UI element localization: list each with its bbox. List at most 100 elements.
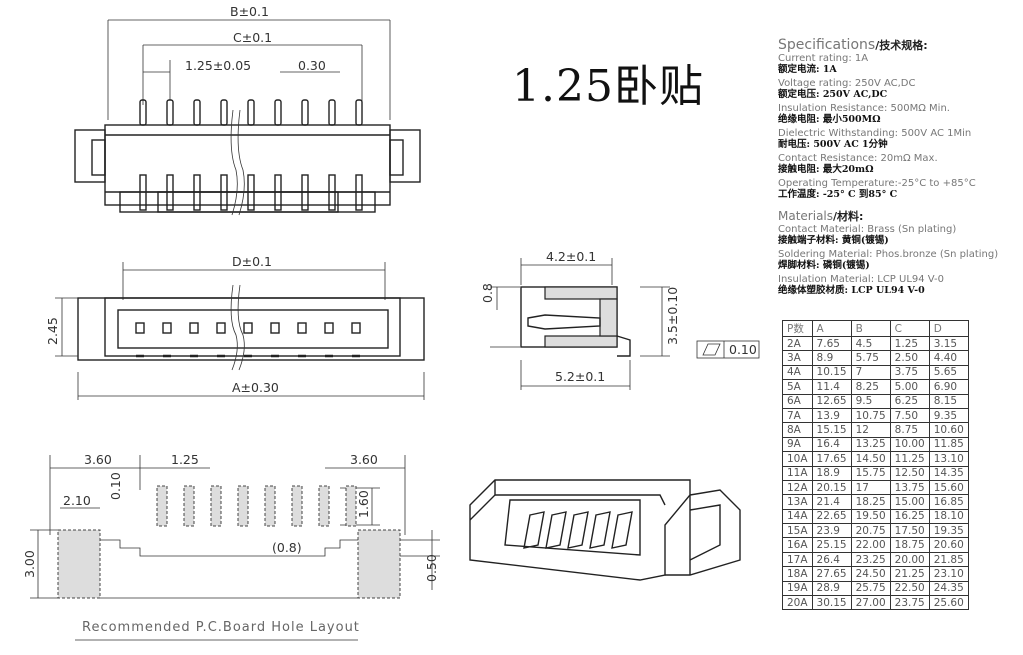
table-header-cell: D [928,320,969,337]
table-cell: 9A [782,436,813,453]
table-cell: 15.75 [850,465,891,481]
dim-245: 2.45 [45,317,60,345]
dim-pin-width: 0.30 [298,58,326,73]
dim-d: D±0.1 [232,254,272,269]
top-view: B±0.1 C±0.1 1.25±0.05 0.30 [74,4,421,216]
signal-pad [318,485,330,527]
table-cell: 15.00 [889,494,930,510]
table-header-cell: B [850,320,891,337]
table-cell: 14.50 [850,451,891,467]
front-slot [135,322,145,334]
table-cell: 8.9 [811,350,852,366]
table-cell: 20.15 [811,479,852,496]
spec-item-en: Contact Resistance: 20mΩ Max. [778,153,938,164]
table-cell: 8.25 [850,379,891,395]
table-cell: 13.9 [811,407,852,424]
dim-pad-010: 0.10 [108,472,123,500]
table-cell: 22.65 [811,508,852,525]
table-cell: 22.00 [850,537,891,553]
table-cell: 11.85 [928,436,969,453]
spec-item-en: Dielectric Withstanding: 500V AC 1Min [778,128,972,139]
table-cell: 18.75 [889,537,930,553]
spec-item-cn: 绝缘电阻: 最小500MΩ [778,114,881,125]
table-cell: 3.15 [928,335,969,352]
table-cell: 16.25 [889,508,930,525]
dim-35: 3.5±0.10 [665,287,680,345]
table-cell: 10.00 [889,436,930,453]
table-cell: 10.15 [811,364,852,381]
table-cell: 17 [850,479,891,496]
table-cell: 18.25 [850,494,891,510]
dim-pad-360-left: 3.60 [84,452,112,467]
front-slot [297,322,307,334]
table-cell: 25.60 [928,595,969,611]
table-cell: 6.90 [928,379,969,395]
table-cell: 7A [782,407,813,424]
dim-08: 0.8 [480,283,495,303]
material-item-en: Contact Material: Brass (Sn plating) [778,224,957,235]
table-cell: 25.75 [850,580,891,597]
front-slot [270,322,280,334]
table-cell: 2A [782,335,813,352]
table-cell: 4.40 [928,350,969,366]
table-cell: 6.25 [889,393,930,409]
spec-item-en: Insulation Resistance: 500MΩ Min. [778,103,950,114]
table-cell: 26.4 [811,551,852,568]
spec-heading: Specifications [778,37,876,53]
spec-item-cn: 工作温度: -25° C 到85° C [778,189,898,200]
signal-pad [237,485,249,527]
table-cell: 5A [782,379,813,395]
table-cell: 23.75 [889,595,930,611]
spec-item-en: Voltage rating: 250V AC,DC [778,78,916,89]
materials-items: Contact Material: Brass (Sn plating)接触端子… [778,224,1023,297]
table-cell: 10A [782,451,813,467]
table-cell: 1.25 [889,335,930,352]
table-cell: 5.75 [850,350,891,366]
signal-pad [156,485,168,527]
table-cell: 27.65 [811,566,852,582]
table-cell: 20A [782,595,813,611]
top-pin-lower [301,174,309,211]
table-cell: 17.65 [811,451,852,467]
material-item-cn: 焊脚材料: 磷铜(镀锡) [778,260,870,271]
spec-item-cn: 额定电流: 1A [778,64,837,75]
table-cell: 28.9 [811,580,852,597]
top-pin-lower [247,174,255,211]
dim-pitch: 1.25±0.05 [185,58,251,73]
top-pin-lower [166,174,174,211]
material-item-cn: 绝缘体塑胶材质: LCP UL94 V-0 [778,285,925,296]
top-pin [166,99,174,126]
pcb-layout: 3.60 1.25 3.60 0.10 2.10 1.60 (0.8) 3.00… [22,452,440,641]
table-cell: 17A [782,551,813,568]
table-cell: 2.50 [889,350,930,366]
dim-pad-160: 1.60 [356,490,371,518]
front-slot [243,322,253,334]
materials-heading: Materials [778,209,834,223]
table-cell: 11.4 [811,379,852,395]
material-item-en: Insulation Material: LCP UL94 V-0 [778,274,945,285]
table-cell: 12.65 [811,393,852,409]
top-pin [220,99,228,126]
table-cell: 11.25 [889,451,930,467]
spec-item-en: Current rating: 1A [778,53,869,64]
signal-pad [345,485,357,527]
table-cell: 5.00 [889,379,930,395]
table-cell: 20.75 [850,523,891,539]
table-cell: 16.85 [928,494,969,510]
top-pin [274,99,282,126]
table-cell: 12 [850,422,891,438]
table-header-cell: A [811,320,852,337]
table-cell: 15.60 [928,479,969,496]
front-slot [324,322,334,334]
